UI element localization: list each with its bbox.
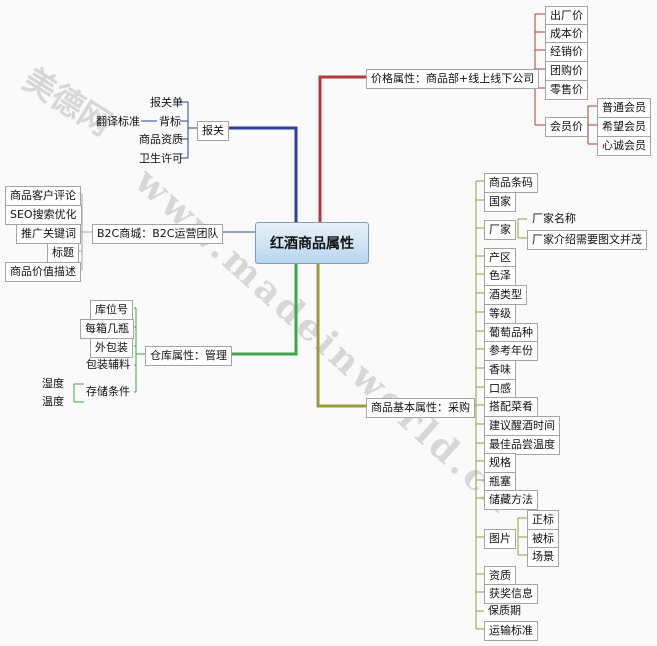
basic-item[interactable]: 资质: [484, 566, 516, 586]
basic-item[interactable]: 瓶塞: [484, 472, 516, 492]
basic-item[interactable]: 商品条码: [484, 173, 538, 193]
picture-item[interactable]: 正标: [527, 510, 559, 530]
price-item[interactable]: 经销价: [545, 42, 588, 62]
warehouse-branch[interactable]: 仓库属性：管理: [145, 346, 232, 366]
b2c-item[interactable]: 商品客户评论: [5, 186, 81, 206]
warehouse-item[interactable]: 库位号: [90, 300, 133, 320]
basic-item[interactable]: 酒类型: [484, 285, 527, 305]
translate-standard[interactable]: 翻译标准: [96, 115, 140, 128]
customs-item[interactable]: 商品资质: [139, 133, 183, 146]
basic-item[interactable]: 获奖信息: [484, 584, 538, 604]
price-branch[interactable]: 价格属性：商品部+线上线下公司: [366, 69, 540, 89]
basic-item[interactable]: 规格: [484, 453, 516, 473]
basic-item[interactable]: 运输标准: [484, 621, 538, 641]
price-item[interactable]: 成本价: [545, 24, 588, 44]
customs-item[interactable]: 报关单: [150, 96, 183, 109]
basic-item[interactable]: 口感: [484, 379, 516, 399]
storage-condition[interactable]: 存储条件: [86, 385, 130, 398]
b2c-branch[interactable]: B2C商城：B2C运营团队: [92, 224, 224, 244]
customs-branch[interactable]: 报关: [197, 121, 229, 141]
connector: [318, 75, 366, 222]
member-price[interactable]: 会员价: [545, 117, 588, 137]
basic-item[interactable]: 厂家: [484, 220, 516, 240]
basic-branch[interactable]: 商品基本属性：采购: [366, 398, 475, 418]
basic-item[interactable]: 香味: [484, 360, 516, 380]
basic-item[interactable]: 等级: [484, 304, 516, 324]
basic-item[interactable]: 搭配菜肴: [484, 397, 538, 417]
basic-item[interactable]: 产区: [484, 248, 516, 268]
warehouse-item[interactable]: 外包装: [90, 338, 133, 358]
b2c-item[interactable]: 商品价值描述: [5, 262, 81, 282]
price-item[interactable]: 团购价: [545, 61, 588, 81]
basic-item[interactable]: 色泽: [484, 266, 516, 286]
member-item[interactable]: 希望会员: [597, 117, 651, 137]
basic-item[interactable]: 参考年份: [484, 341, 538, 361]
customs-item[interactable]: 卫生许可: [139, 152, 183, 165]
basic-item[interactable]: 最佳品尝温度: [484, 435, 560, 455]
factory-item[interactable]: 厂家介绍需要图文并茂: [527, 230, 647, 250]
price-item[interactable]: 出厂价: [545, 6, 588, 26]
basic-item[interactable]: 建议醒酒时间: [484, 416, 560, 436]
basic-item[interactable]: 储藏方法: [484, 490, 538, 510]
connector: [232, 262, 298, 356]
b2c-item[interactable]: 标题: [47, 243, 79, 263]
member-item[interactable]: 普通会员: [597, 98, 651, 118]
picture-item[interactable]: 被标: [527, 529, 559, 549]
warehouse-item[interactable]: 每箱几瓶: [80, 319, 134, 339]
customs-item[interactable]: 背标: [159, 115, 181, 128]
connector: [316, 262, 366, 408]
b2c-item[interactable]: 推广关键词: [16, 224, 81, 244]
basic-item[interactable]: 国家: [484, 192, 516, 212]
connector: [226, 126, 298, 222]
central-topic[interactable]: 红酒商品属性: [255, 222, 369, 264]
picture-item[interactable]: 场景: [527, 547, 559, 567]
storage-item[interactable]: 温度: [42, 395, 64, 408]
price-item[interactable]: 零售价: [545, 80, 588, 100]
basic-item[interactable]: 葡萄品种: [484, 323, 538, 343]
b2c-item[interactable]: SEO搜索优化: [5, 205, 82, 225]
storage-item[interactable]: 湿度: [42, 377, 64, 390]
warehouse-item[interactable]: 包装辅料: [86, 358, 130, 371]
member-item[interactable]: 心诚会员: [597, 136, 651, 156]
factory-item[interactable]: 厂家名称: [532, 212, 576, 225]
basic-item[interactable]: 图片: [484, 529, 516, 549]
basic-item[interactable]: 保质期: [488, 604, 521, 617]
